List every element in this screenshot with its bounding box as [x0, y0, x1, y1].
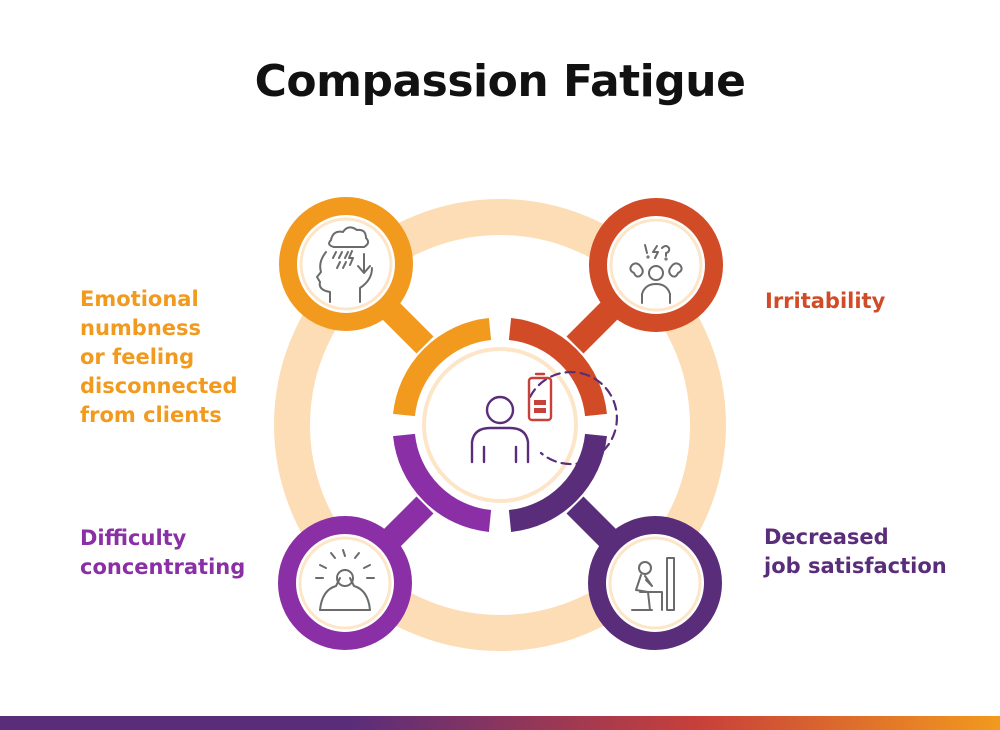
- quadrant-bottom-left: [278, 433, 492, 650]
- inner-arc-top-right: [508, 318, 607, 417]
- center-disk: [418, 343, 582, 507]
- label-line: from clients: [80, 403, 222, 427]
- inner-arc-top-left: [393, 318, 492, 417]
- page-title: Compassion Fatigue: [254, 56, 746, 107]
- inner-arc-bottom-right: [508, 433, 607, 532]
- bottom-gradient-bar: [0, 716, 1000, 730]
- stressed-person-icon: [315, 549, 375, 611]
- label-line: concentrating: [80, 555, 246, 579]
- label-line: Difficulty: [80, 526, 187, 550]
- sitting-person-icon: [631, 557, 675, 611]
- label-line: or feeling: [80, 345, 195, 369]
- label-line: Emotional: [80, 287, 199, 311]
- label-line: job satisfaction: [764, 554, 947, 578]
- label-line: Irritability: [765, 289, 886, 313]
- background-ring: [274, 199, 726, 651]
- inner-arc-bottom-left: [393, 433, 492, 532]
- quadrant-bottom-right: [508, 433, 722, 650]
- label-line: Decreased: [764, 525, 889, 549]
- label-emotional-numbness: Emotional numbness or feeling disconnect…: [80, 285, 238, 430]
- label-decreased-job-satisfaction: Decreased job satisfaction: [764, 523, 947, 581]
- label-difficulty-concentrating: Difficulty concentrating: [80, 524, 245, 582]
- label-irritability: Irritability: [765, 287, 885, 316]
- outer-circle-bottom-right: [588, 516, 722, 650]
- label-line: disconnected: [80, 374, 238, 398]
- person-low-battery-icon: [470, 370, 618, 466]
- outer-circle-bottom-left: [278, 516, 412, 650]
- label-line: numbness: [80, 316, 202, 340]
- frustrated-person-icon: [629, 244, 683, 304]
- head-rain-cloud-icon: [316, 226, 373, 303]
